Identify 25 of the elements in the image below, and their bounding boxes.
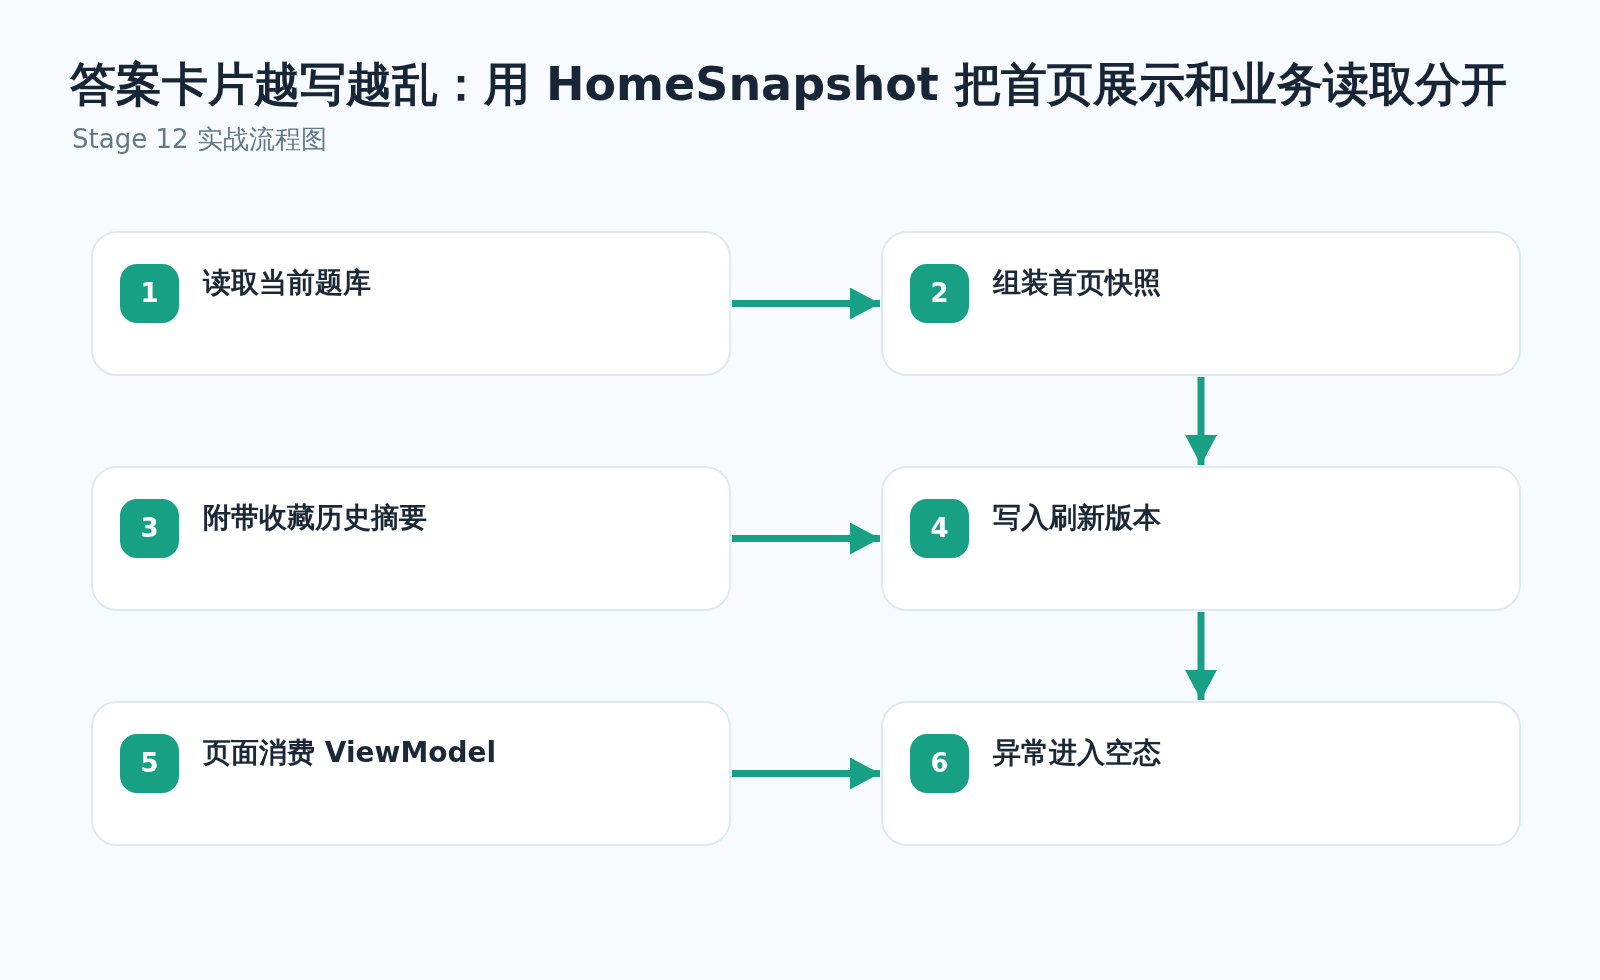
step-title: 读取当前题库 — [203, 266, 371, 299]
subtitle: Stage 12 实战流程图 — [72, 124, 327, 156]
step-card — [881, 701, 1521, 846]
step-number: 2 — [910, 264, 969, 323]
arrow — [732, 757, 880, 790]
step-card — [881, 466, 1521, 611]
arrow — [732, 522, 880, 555]
step-title: 异常进入空态 — [993, 736, 1161, 769]
arrow — [1185, 377, 1217, 465]
step-title: 附带收藏历史摘要 — [203, 501, 427, 534]
step-card — [91, 231, 731, 376]
step-number: 1 — [120, 264, 179, 323]
step-number: 5 — [120, 734, 179, 793]
arrow — [732, 287, 880, 320]
arrow — [1185, 612, 1217, 700]
step-title: 写入刷新版本 — [993, 501, 1161, 534]
step-card — [91, 701, 731, 846]
step-number: 3 — [120, 499, 179, 558]
step-title: 页面消费 ViewModel — [203, 736, 497, 769]
step-number: 4 — [910, 499, 969, 558]
step-title: 组装首页快照 — [993, 266, 1161, 299]
step-card — [881, 231, 1521, 376]
diagram-title: 答案卡片越写越乱：用 HomeSnapshot 把首页展示和业务读取分开 — [70, 57, 1507, 113]
step-number: 6 — [910, 734, 969, 793]
step-card — [91, 466, 731, 611]
